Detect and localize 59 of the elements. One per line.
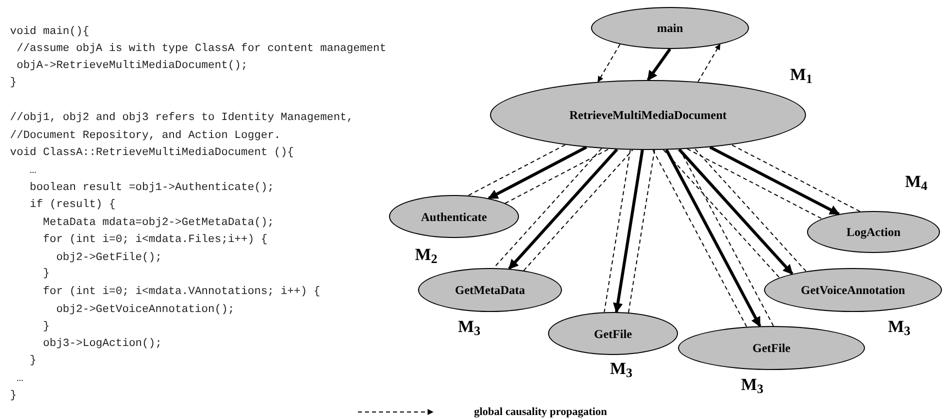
code-line: //obj1, obj2 and obj3 refers to Identity Management,	[10, 112, 354, 125]
dashed-line	[628, 149, 656, 314]
module-label: M$_{3}$	[741, 376, 764, 393]
dashed-line	[493, 148, 602, 269]
code-line: for (int i=0; i<mdata.Files;i++) {	[43, 234, 268, 247]
dashed-line	[523, 149, 634, 272]
dashed-line	[730, 144, 860, 212]
code-line: }	[10, 77, 17, 90]
code-line: …	[16, 373, 24, 386]
dashed-line	[694, 148, 807, 272]
code-line: …	[30, 165, 36, 178]
code-line: obj3->LogAction();	[43, 338, 162, 351]
code-line: //assume objA is with type ClassA for content management	[16, 43, 386, 56]
code-line: void ClassA::RetrieveMultiMediaDocument (){	[10, 147, 294, 160]
module-label: M$_{3}$	[610, 360, 632, 377]
arrow	[488, 146, 588, 200]
dashed-line	[604, 149, 631, 313]
code-line: MetaData mdata=obj2->GetMetaData();	[43, 217, 274, 230]
module-label: M$_{1}$	[790, 66, 812, 83]
node-label: GetMetaData	[455, 282, 525, 299]
code-line: //Document Repository, and Action Logger.	[10, 130, 281, 143]
node-label: main	[656, 20, 683, 37]
code-line: objA->RetrieveMultiMediaDocument();	[16, 60, 248, 73]
ellipse-node	[548, 312, 678, 355]
arrow	[508, 148, 618, 270]
dashed-line	[468, 144, 566, 196]
code-line: obj2->GetVoiceAnnotation();	[56, 304, 234, 317]
code-line: }	[30, 355, 36, 368]
code-line: }	[43, 268, 50, 281]
code-line: void main(){	[10, 26, 90, 39]
arrow	[646, 48, 672, 81]
dashed-line	[698, 44, 720, 82]
node-label: GetVoiceAnnotation	[800, 282, 906, 299]
module-label: M$_{3}$	[458, 318, 480, 335]
node-label: LogAction	[846, 224, 900, 241]
module-label: M$_{3}$	[888, 318, 910, 335]
dashed-line	[686, 148, 822, 220]
arrow	[709, 146, 840, 216]
arrow	[612, 150, 644, 314]
arrow	[665, 149, 762, 328]
node-label: GetFile	[752, 340, 790, 357]
dashed-line	[652, 149, 748, 328]
node-label: RetrieveMultiMediaDocument	[569, 107, 727, 124]
code-line: obj2->GetFile();	[56, 252, 162, 265]
dashed-line	[504, 148, 610, 204]
arrow	[678, 148, 794, 275]
module-label: M$_{4}$	[905, 173, 928, 190]
code-line: }	[10, 390, 17, 403]
code-line: boolean result =obj1->Authenticate();	[30, 182, 274, 195]
code-line: if (result) {	[30, 199, 116, 212]
ellipse-node	[678, 326, 865, 370]
module-label: M$_{2}$	[415, 246, 438, 263]
node-label: Authenticate	[421, 208, 487, 226]
dashed-line	[598, 44, 620, 82]
node-label: GetFile	[594, 326, 632, 342]
code-line: }	[43, 321, 50, 334]
legend-label: global causality propagation	[474, 405, 608, 419]
code-line: for (int i=0; i<mdata.VAnnotations; i++) {	[43, 286, 320, 299]
dashed-line	[662, 149, 780, 278]
